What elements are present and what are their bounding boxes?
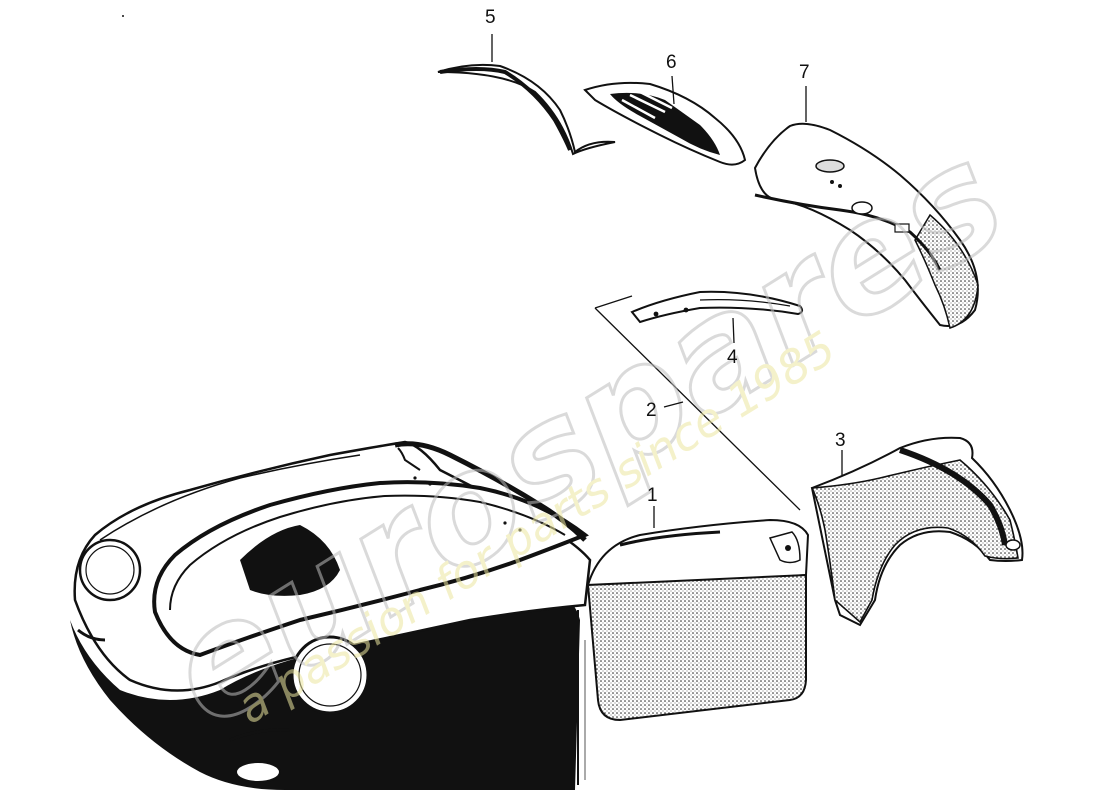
part-2-leader <box>594 295 801 511</box>
part-5-trim-strip <box>437 63 616 156</box>
callout-4: 4 <box>727 347 738 368</box>
leader-4 <box>732 317 735 344</box>
part-6-engine-lid <box>583 81 747 166</box>
stray-dot <box>122 15 124 17</box>
callout-1: 1 <box>647 485 658 506</box>
callout-6: 6 <box>666 52 677 73</box>
callout-leaders <box>491 34 843 528</box>
callout-3: 3 <box>835 430 846 451</box>
part-7-rear-section <box>753 122 979 329</box>
leader-2 <box>663 401 684 408</box>
callout-2: 2 <box>646 400 657 421</box>
callout-7: 7 <box>799 62 810 83</box>
part-3-rear-fender <box>810 436 1024 627</box>
part-4-cross-member <box>630 290 804 324</box>
leader-6 <box>671 75 675 105</box>
part-1-door <box>586 518 810 722</box>
main-body-shell <box>70 440 592 790</box>
callout-5: 5 <box>485 7 496 28</box>
